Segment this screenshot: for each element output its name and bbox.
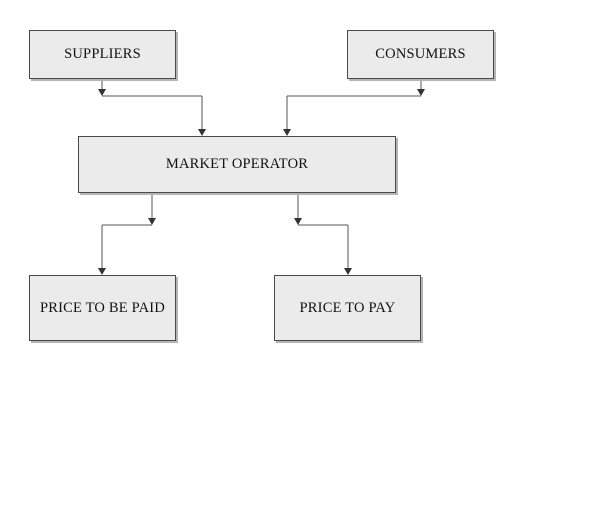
connector-market-operator-to-price-to-be-paid <box>98 193 156 275</box>
arrowhead-down-icon <box>98 89 106 96</box>
arrowhead-down-icon <box>148 218 156 225</box>
node-price-to-pay: PRICE TO PAY <box>274 275 421 341</box>
arrowhead-down-icon <box>98 268 106 275</box>
connector-suppliers-to-market-operator <box>98 79 206 136</box>
node-label: PRICE TO BE PAID <box>39 299 165 316</box>
node-market-operator: MARKET OPERATOR <box>78 136 396 193</box>
node-label: SUPPLIERS <box>64 46 141 62</box>
arrowhead-down-icon <box>344 268 352 275</box>
node-label: MARKET OPERATOR <box>165 156 309 172</box>
arrowhead-down-icon <box>417 89 425 96</box>
connector-market-operator-to-price-to-pay <box>294 193 352 275</box>
node-label: CONSUMERS <box>375 46 466 62</box>
arrowhead-down-icon <box>283 129 291 136</box>
connector-consumers-to-market-operator <box>283 79 425 136</box>
node-label: PRICE TO PAY <box>299 299 396 316</box>
arrowhead-down-icon <box>294 218 302 225</box>
node-price-to-be-paid: PRICE TO BE PAID <box>29 275 176 341</box>
arrowhead-down-icon <box>198 129 206 136</box>
node-suppliers: SUPPLIERS <box>29 30 176 79</box>
node-consumers: CONSUMERS <box>347 30 494 79</box>
